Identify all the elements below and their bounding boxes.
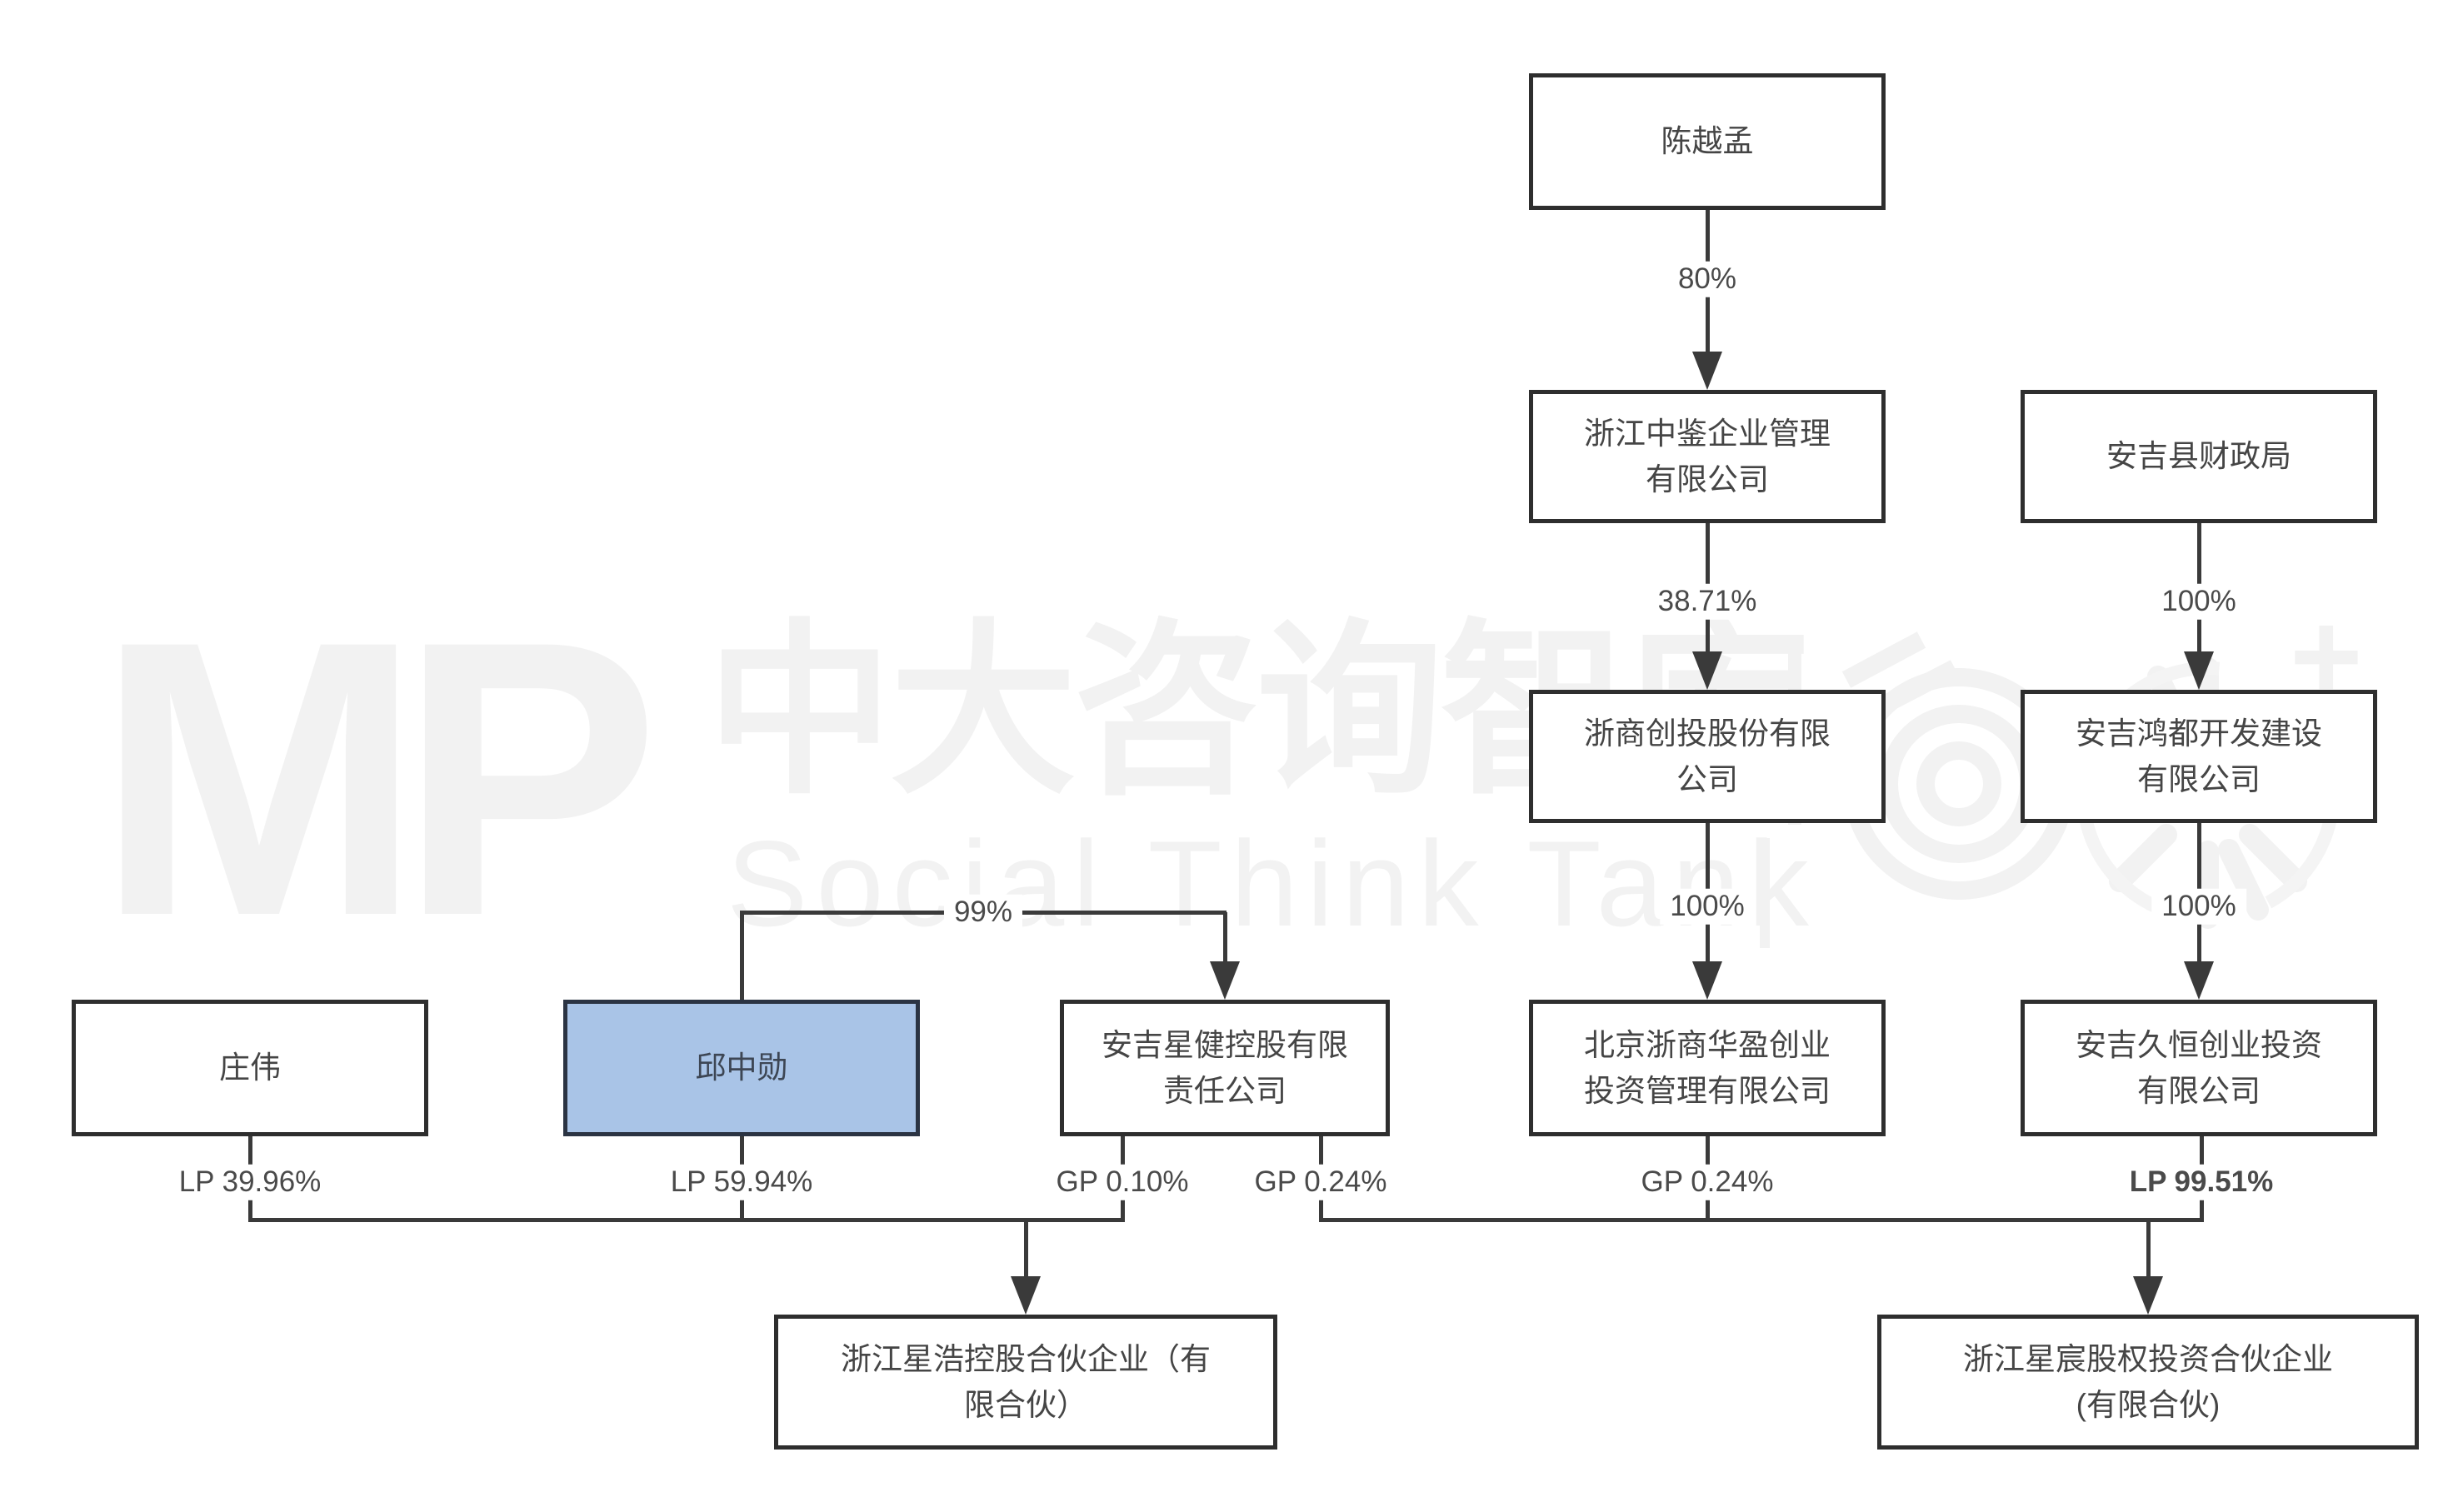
node-anji-caizhengju: 安吉县财政局 [2021, 390, 2377, 523]
arrow-down-icon [1692, 651, 1722, 690]
arrow-down-icon [2184, 961, 2214, 1000]
edge-bus-xingchen-drop [2146, 1218, 2151, 1278]
node-anji-xingjian: 安吉星健控股有限 责任公司 [1060, 1000, 1390, 1136]
edge-qiu-xingjian-drop [1223, 912, 1227, 962]
bus-xinghao [248, 1218, 1125, 1222]
edge-beijing-xingchen-label: GP 0.24% [1631, 1164, 1784, 1200]
edge-jiuheng-xingchen-label: LP 99.51% [2119, 1164, 2284, 1200]
edge-bus-xinghao-drop [1024, 1218, 1028, 1278]
edge-zheshang-beijing-label: 100% [1660, 888, 1755, 925]
watermark-mp-logo: MP [96, 560, 660, 997]
edge-qiu-xingjian-riser [740, 912, 744, 1000]
node-zhejiang-xingchen: 浙江星宸股权投资合伙企业 (有限合伙) [1877, 1315, 2419, 1450]
watermark-divider-icon [1760, 838, 1770, 948]
edge-caizheng-hongdu-label: 100% [2151, 583, 2246, 620]
node-zhejiang-xinghao: 浙江星浩控股合伙企业（有 限合伙） [774, 1315, 1277, 1450]
edge-zhuangwei-xinghao-label: LP 39.96% [168, 1164, 332, 1200]
node-chen-yuemeng: 陈越孟 [1529, 73, 1886, 210]
arrow-down-icon [1692, 961, 1722, 1000]
node-zheshang-chuangtou: 浙商创投股份有限 公司 [1529, 690, 1886, 823]
edge-qiu-xingjian-label: 99% [943, 894, 1023, 931]
edge-xingjian-xinghao-label: GP 0.10% [1046, 1164, 1199, 1200]
edge-zhongjian-zheshang-label: 38.71% [1647, 583, 1767, 620]
arrow-down-icon [2133, 1276, 2163, 1315]
arrow-down-icon [2184, 651, 2214, 690]
node-qiu-zhongxun: 邱中勋 [563, 1000, 920, 1136]
node-beijing-huaying: 北京浙商华盈创业 投资管理有限公司 [1529, 1000, 1886, 1136]
node-zhuang-wei: 庄伟 [72, 1000, 428, 1136]
node-anji-hongdu: 安吉鸿都开发建设 有限公司 [2021, 690, 2377, 823]
arrow-down-icon [1011, 1276, 1041, 1315]
node-zhejiang-zhongjian: 浙江中鉴企业管理 有限公司 [1529, 390, 1886, 523]
node-anji-jiuheng: 安吉久恒创业投资 有限公司 [2021, 1000, 2377, 1136]
bus-xingchen [1319, 1218, 2204, 1222]
edge-xingjian-xingchen-label: GP 0.24% [1244, 1164, 1397, 1200]
edge-qiu-xinghao-label: LP 59.94% [660, 1164, 823, 1200]
arrow-down-icon [1692, 352, 1722, 390]
edge-hongdu-jiuheng-label: 100% [2151, 888, 2246, 925]
arrow-down-icon [1210, 961, 1240, 1000]
edge-chen-zhongjian-label: 80% [1667, 261, 1747, 297]
watermark-brand-english: Social Think Tank [727, 816, 1817, 951]
